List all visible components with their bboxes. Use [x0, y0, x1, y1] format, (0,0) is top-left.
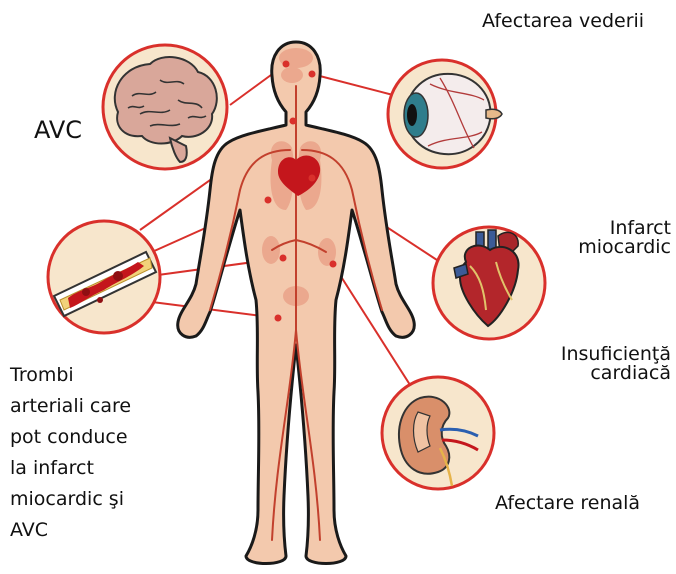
label-thrombi-line: miocardic şi: [10, 484, 131, 515]
label-heart-failure-line-2: cardiacă: [561, 364, 671, 383]
label-thrombi-line: AVC: [10, 515, 131, 546]
label-thrombi-line: la infarct: [10, 453, 131, 484]
label-vision-damage: Afectarea vederii: [482, 10, 644, 32]
label-thrombi-line: pot conduce: [10, 422, 131, 453]
label-myocardial-infarction: Infarct miocardic: [578, 219, 671, 257]
connector-eye: [312, 74, 393, 95]
eye-callout: [388, 60, 502, 168]
label-stroke: AVC: [34, 116, 82, 144]
label-arterial-thrombi: Trombi arteriali care pot conduce la inf…: [10, 360, 131, 546]
eye-region: [281, 67, 303, 83]
artery-callout: [48, 221, 160, 333]
kidney-callout: [382, 377, 494, 489]
label-thrombi-line: arteriali care: [10, 391, 131, 422]
label-heart-failure: Insuficienţă cardiacă: [561, 345, 671, 383]
heart-callout: [433, 227, 545, 339]
label-infarct-line-2: miocardic: [578, 238, 671, 257]
brain-callout: [103, 45, 227, 169]
label-kidney-damage: Afectare renală: [495, 492, 640, 514]
label-thrombi-line: Trombi: [10, 360, 131, 391]
